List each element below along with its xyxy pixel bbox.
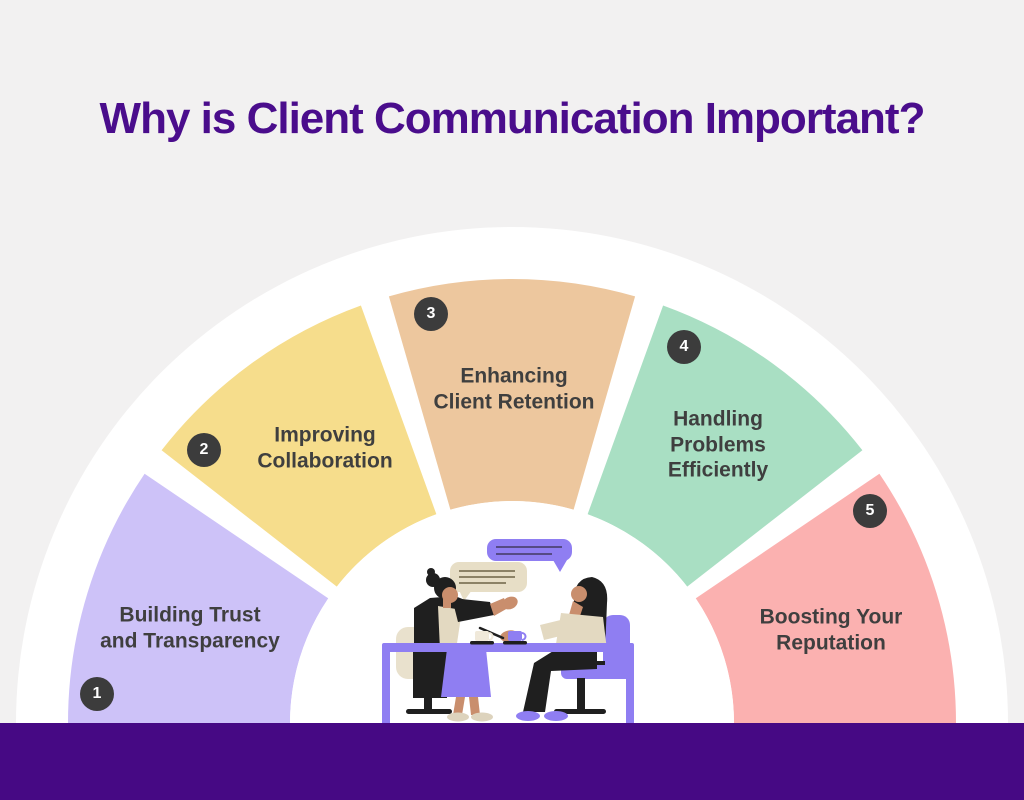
segment-improving-collaboration xyxy=(161,305,437,587)
coffee-cup-beige-icon xyxy=(470,631,494,645)
speech-bubble-purple-icon xyxy=(487,539,572,572)
segment-arcs xyxy=(68,278,956,723)
segment-client-retention xyxy=(388,278,636,510)
segment-building-trust xyxy=(68,473,329,723)
segment-boosting-reputation xyxy=(695,473,956,723)
segment-1-badge: 1 xyxy=(80,677,114,711)
segment-2-label: Improving Collaboration xyxy=(257,423,393,472)
segment-5-badge: 5 xyxy=(853,494,887,528)
page-title: Why is Client Communication Important? xyxy=(99,94,926,143)
meeting-illustration xyxy=(382,539,634,723)
segment-2-badge: 2 xyxy=(187,433,221,467)
segment-handling-problems xyxy=(587,305,863,587)
segment-4-label: Handling Problems Efficiently xyxy=(667,407,769,482)
left-person xyxy=(413,568,518,722)
footer-bar xyxy=(0,723,1024,800)
speech-bubble-beige-icon xyxy=(450,562,527,601)
desk xyxy=(382,643,634,723)
segment-4-badge: 4 xyxy=(667,330,701,364)
coffee-cup-purple-icon xyxy=(503,631,527,645)
right-person xyxy=(478,577,608,721)
segment-3-label: Enhancing Client Retention xyxy=(433,364,595,413)
segment-3-badge: 3 xyxy=(414,297,448,331)
segment-1-label: Building Trust and Transparency xyxy=(100,603,280,652)
segment-5-label: Boosting Your Reputation xyxy=(759,605,903,654)
